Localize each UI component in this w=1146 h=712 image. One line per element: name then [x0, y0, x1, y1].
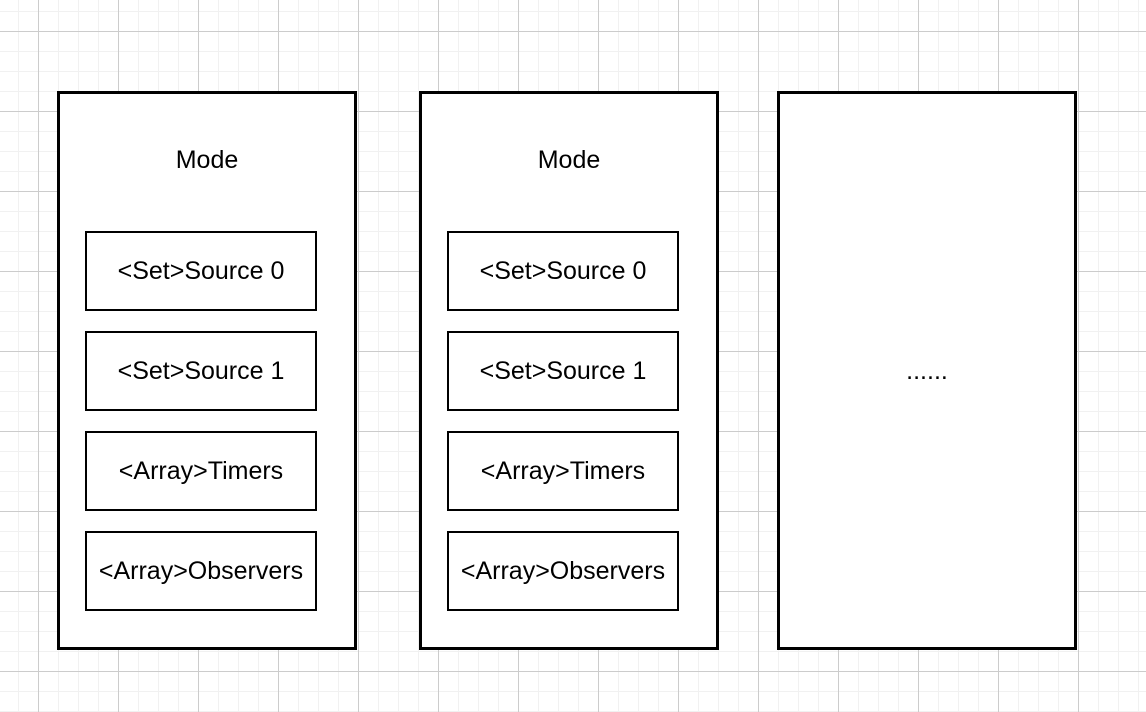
member-box-array-timers: <Array>Timers [85, 431, 317, 511]
member-label: <Array>Observers [98, 557, 304, 585]
member-box-array-observers: <Array>Observers [85, 531, 317, 611]
member-label: <Array>Timers [480, 457, 646, 485]
member-box-set-source-0: <Set>Source 0 [85, 231, 317, 311]
member-label: <Set>Source 0 [117, 257, 285, 285]
member-list: <Set>Source 0 <Set>Source 1 <Array>Timer… [447, 231, 679, 631]
member-label: <Set>Source 1 [117, 357, 285, 385]
ellipsis-label: ...... [906, 356, 948, 385]
panel-title: Mode [175, 146, 239, 174]
member-box-set-source-0: <Set>Source 0 [447, 231, 679, 311]
member-box-array-timers: <Array>Timers [447, 431, 679, 511]
member-list: <Set>Source 0 <Set>Source 1 <Array>Timer… [85, 231, 317, 631]
member-box-set-source-1: <Set>Source 1 [447, 331, 679, 411]
member-label: <Array>Observers [460, 557, 666, 585]
mode-panel-1: Mode <Set>Source 0 <Set>Source 1 <Array>… [57, 91, 357, 650]
member-label: <Set>Source 1 [479, 357, 647, 385]
panel-title: Mode [537, 146, 601, 174]
member-label: <Set>Source 0 [479, 257, 647, 285]
member-label: <Array>Timers [118, 457, 284, 485]
member-box-set-source-1: <Set>Source 1 [85, 331, 317, 411]
ellipsis-panel: ...... [777, 91, 1077, 650]
mode-panel-2: Mode <Set>Source 0 <Set>Source 1 <Array>… [419, 91, 719, 650]
member-box-array-observers: <Array>Observers [447, 531, 679, 611]
